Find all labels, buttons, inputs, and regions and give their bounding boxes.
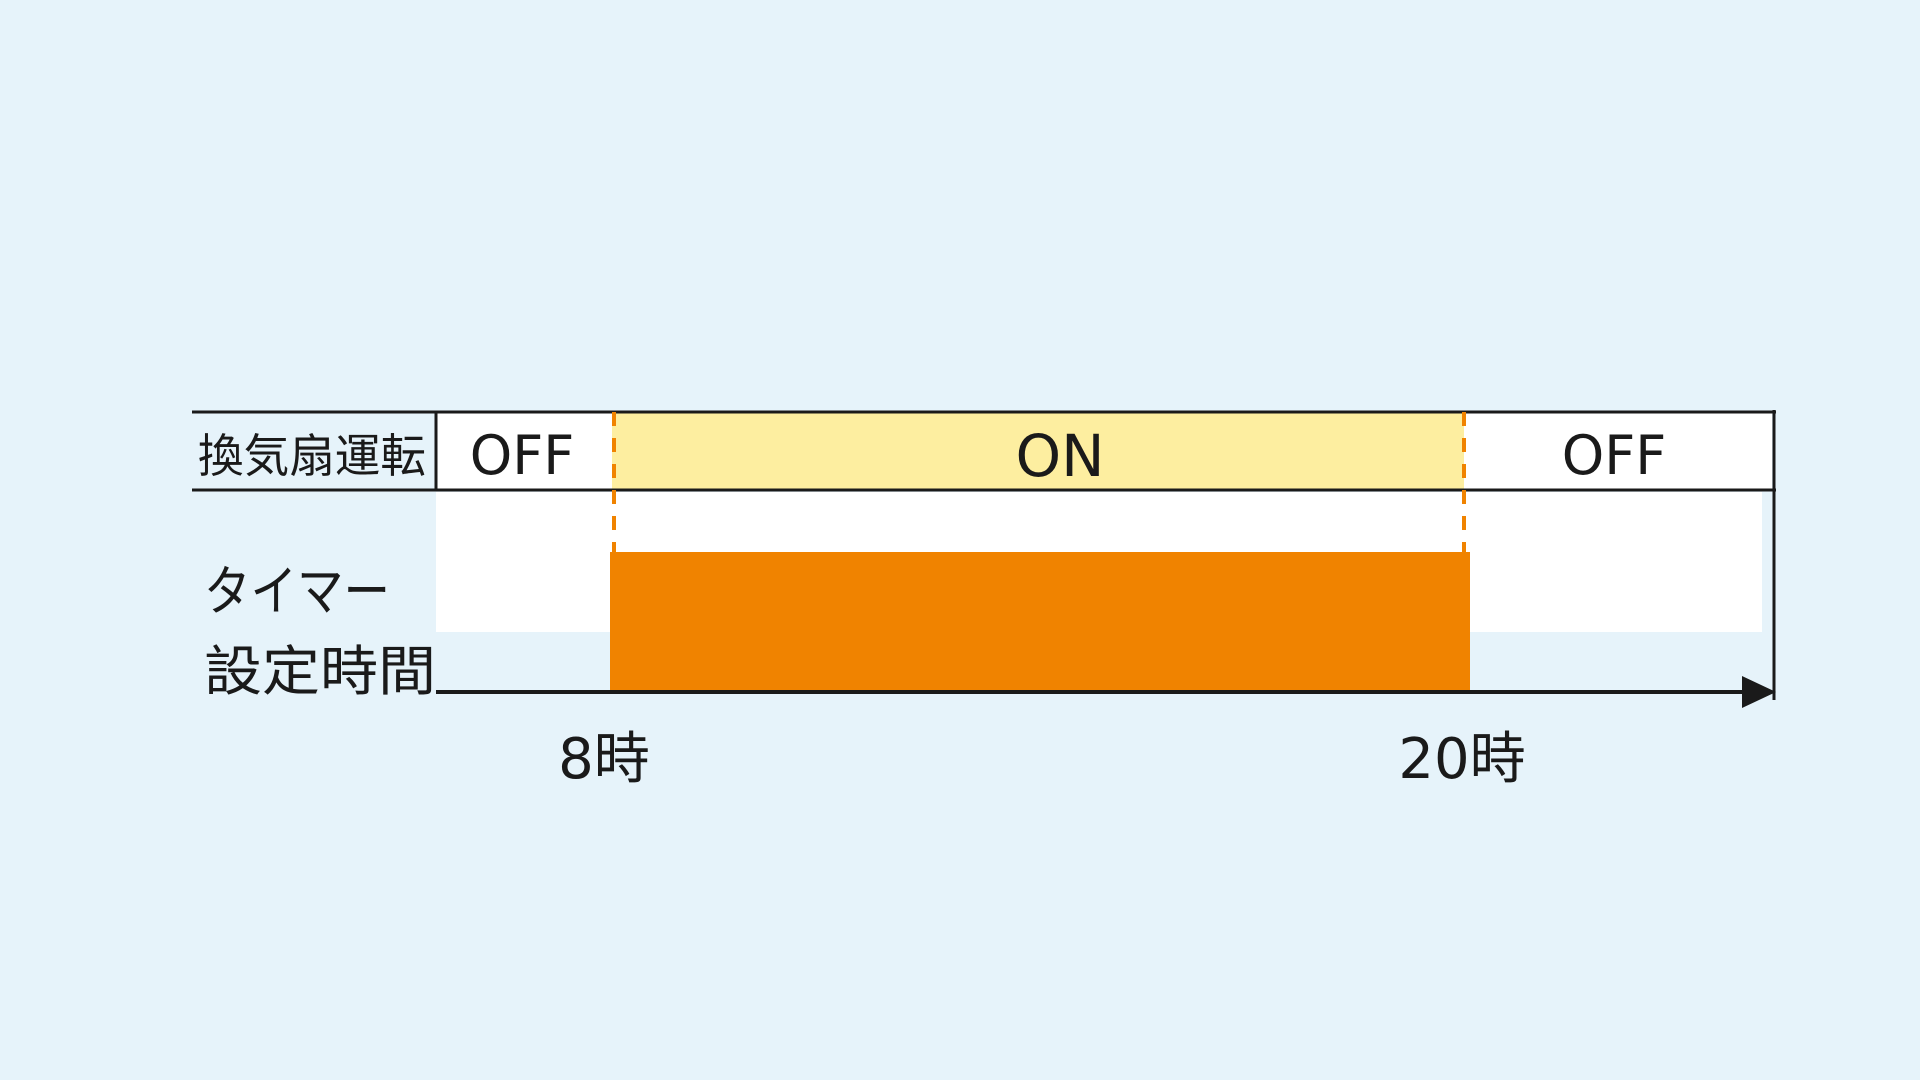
- fan-off-cell-right: [1464, 412, 1772, 490]
- time-label-start: 8時: [558, 727, 650, 792]
- timer-bar: [610, 552, 1470, 692]
- fan-state-off-right: OFF: [1562, 424, 1667, 487]
- timer-label-line1: タイマー: [204, 560, 390, 623]
- fan-operation-label: 換気扇運転: [198, 429, 426, 483]
- fan-off-cell-left: [436, 412, 612, 490]
- fan-state-off-left: OFF: [470, 424, 575, 487]
- time-axis-arrowhead: [1742, 676, 1776, 708]
- timer-label-line2: 設定時間: [204, 640, 436, 703]
- fan-on-cell: [612, 412, 1464, 490]
- time-label-end: 20時: [1398, 727, 1525, 792]
- fan-state-on: ON: [1015, 422, 1104, 490]
